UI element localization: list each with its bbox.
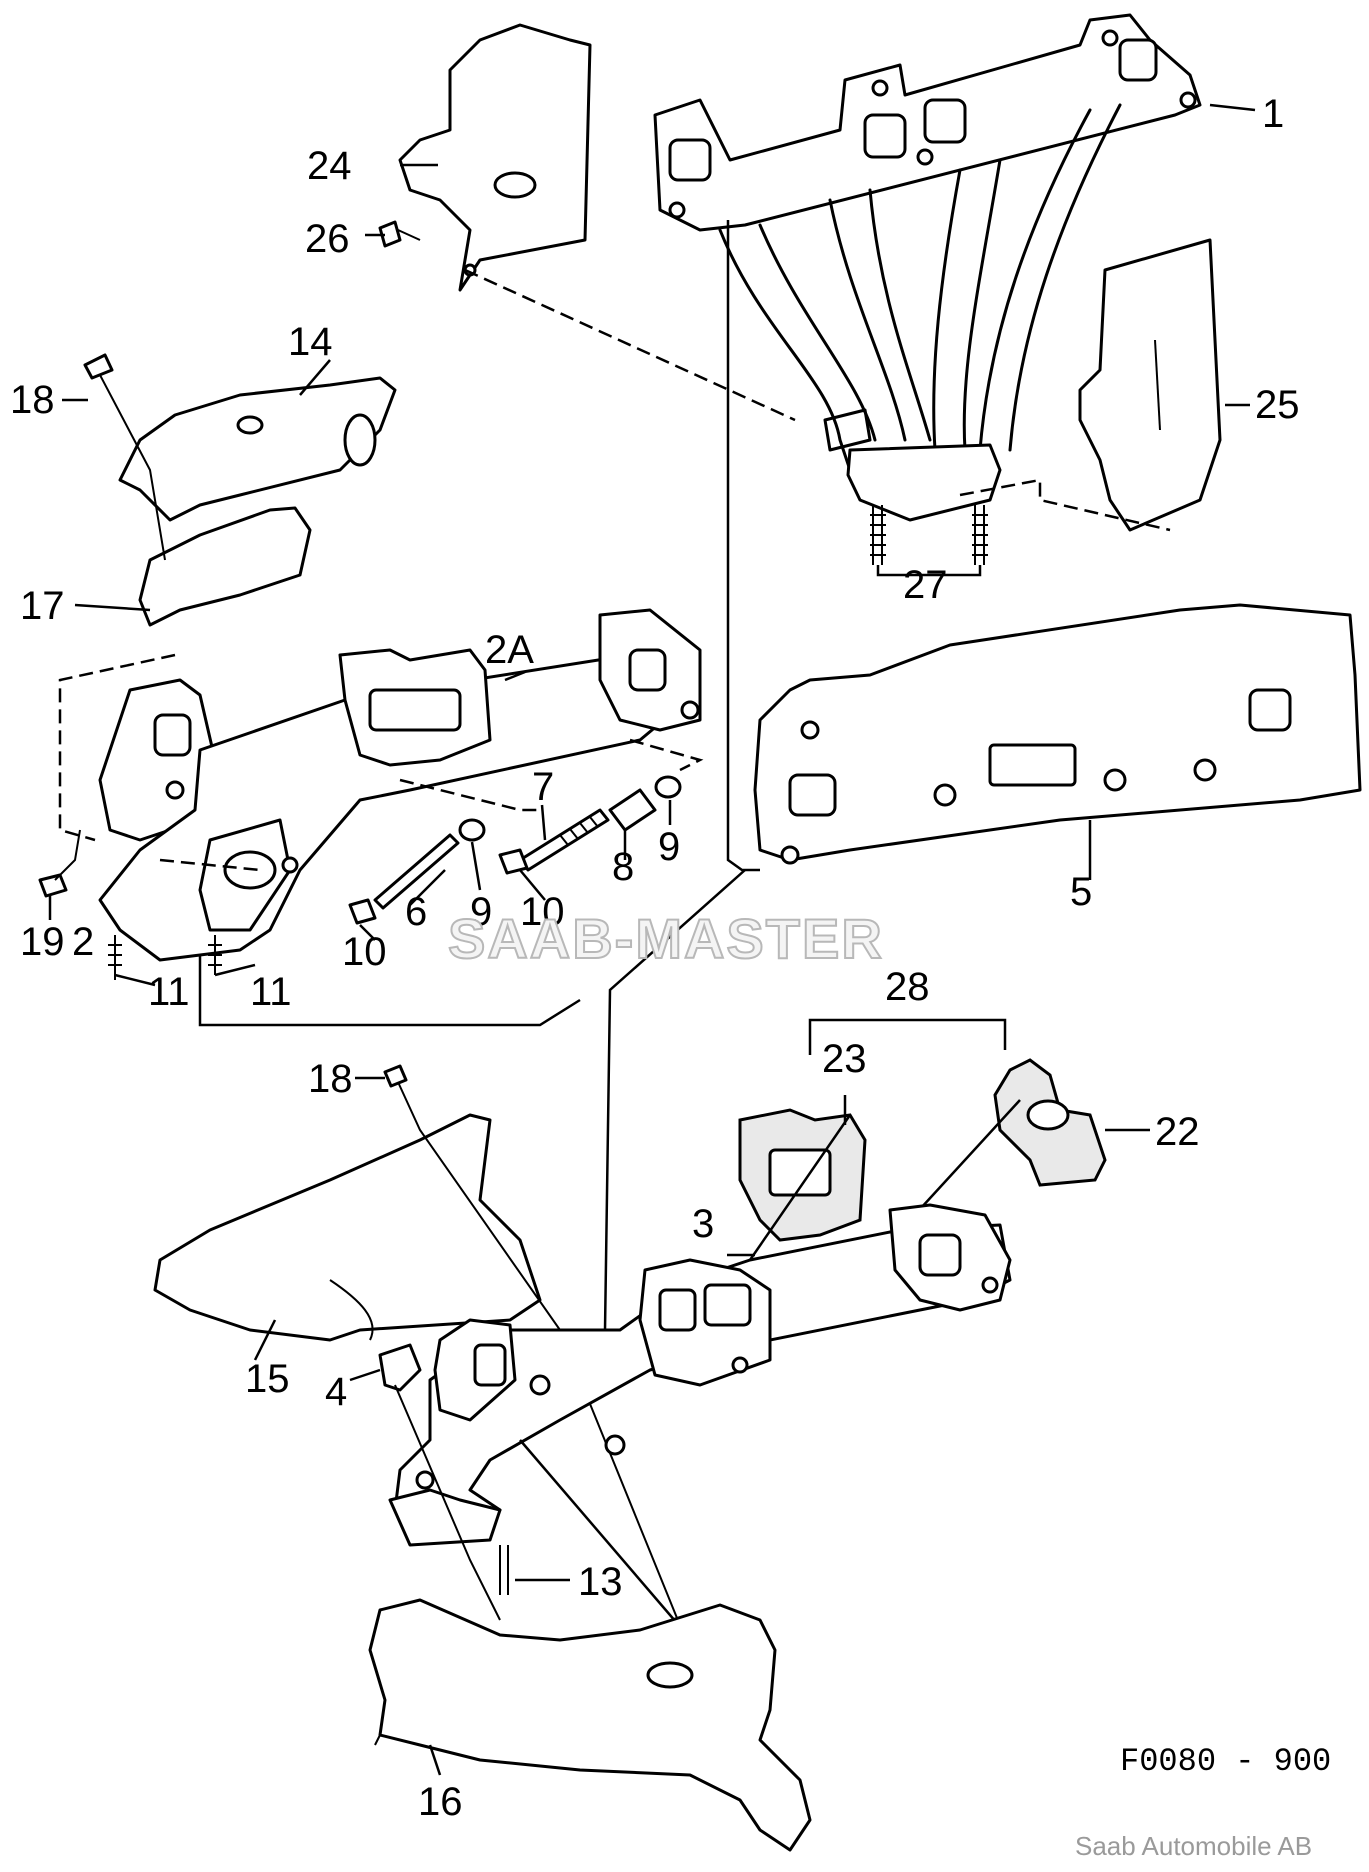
part-8-spacer bbox=[608, 788, 657, 832]
part-2-exhaust-manifold bbox=[98, 608, 702, 962]
callout-2: 2 bbox=[72, 920, 94, 964]
part-22-gasket bbox=[993, 1058, 1107, 1187]
part-10-nuts bbox=[348, 848, 529, 925]
part-1-exhaust-header bbox=[653, 13, 1202, 522]
callout-18-lower: 18 bbox=[308, 1057, 353, 1101]
leader-25 bbox=[959, 478, 1171, 532]
callout-26: 26 bbox=[305, 217, 350, 261]
callout-10-right: 10 bbox=[520, 890, 565, 934]
part-19-nut bbox=[38, 829, 81, 898]
callout-10-left: 10 bbox=[342, 930, 387, 974]
part-3-exhaust-manifold bbox=[388, 1203, 1012, 1547]
callout-13: 13 bbox=[578, 1560, 623, 1604]
callout-28: 28 bbox=[885, 965, 930, 1009]
callout-15: 15 bbox=[245, 1357, 290, 1401]
part-26-bolt bbox=[378, 220, 421, 248]
part-25-heat-shield bbox=[1078, 238, 1222, 532]
callout-4: 4 bbox=[325, 1370, 347, 1414]
callout-8: 8 bbox=[612, 845, 634, 889]
part-18-lower-bolt bbox=[383, 1064, 691, 1651]
callout-6: 6 bbox=[405, 890, 427, 934]
leader-22-23-to-3 bbox=[748, 1099, 1021, 1261]
callout-11-right: 11 bbox=[250, 970, 292, 1014]
leader-2a-to-studs bbox=[399, 778, 540, 812]
part-16-heat-shield bbox=[368, 1598, 812, 1852]
guide-line-header bbox=[726, 220, 760, 872]
callout-9-right: 9 bbox=[658, 825, 680, 869]
leader-28 bbox=[808, 1018, 1007, 1055]
part-11-studs bbox=[108, 935, 222, 980]
part-5-gasket bbox=[753, 603, 1362, 865]
callout-leaders bbox=[48, 103, 1256, 1776]
callout-18-upper: 18 bbox=[10, 378, 55, 422]
callout-19: 19 bbox=[20, 920, 65, 964]
drawing-code: F0080 - 900 bbox=[1120, 1743, 1331, 1780]
part-18-bolt bbox=[83, 353, 166, 561]
callout-2a: 2A bbox=[485, 628, 534, 672]
callout-16: 16 bbox=[418, 1780, 463, 1824]
leader-17-to-2 bbox=[58, 653, 176, 842]
callout-3: 3 bbox=[692, 1202, 714, 1246]
leader-manifold-to-16 bbox=[519, 1439, 701, 1651]
watermark: SAAB-MASTER bbox=[448, 907, 884, 970]
part-7-threaded-stud bbox=[518, 808, 610, 872]
callout-labels: 1 24 26 25 18 14 27 17 2A 5 7 8 9 9 6 10… bbox=[10, 92, 1300, 1824]
leader-24-to-1 bbox=[464, 268, 796, 422]
part-4-plug bbox=[378, 1343, 501, 1621]
callout-17: 17 bbox=[20, 584, 65, 628]
callout-14: 14 bbox=[288, 320, 333, 364]
guide-line-manifold-2 bbox=[198, 930, 581, 1027]
part-6-stud bbox=[373, 833, 460, 910]
callout-25: 25 bbox=[1255, 383, 1300, 427]
part-14-heat-shield bbox=[118, 376, 397, 522]
callout-24: 24 bbox=[307, 144, 352, 188]
guide-line-gasket bbox=[603, 869, 746, 1331]
part-9-washers bbox=[458, 775, 682, 842]
leader-2a-to-9 bbox=[629, 738, 704, 772]
callout-23: 23 bbox=[822, 1037, 867, 1081]
part-27-studs bbox=[870, 505, 988, 577]
leader-2-inner bbox=[159, 858, 261, 872]
callout-1: 1 bbox=[1262, 92, 1284, 136]
callout-27: 27 bbox=[903, 563, 948, 607]
part-17-heat-shield bbox=[138, 506, 312, 627]
part-13-stud bbox=[499, 1545, 509, 1595]
callout-22: 22 bbox=[1155, 1110, 1200, 1154]
callout-11-left: 11 bbox=[148, 970, 190, 1014]
part-23-gasket bbox=[738, 1108, 867, 1242]
callout-5: 5 bbox=[1070, 870, 1092, 914]
callout-9-left: 9 bbox=[470, 890, 492, 934]
callout-7: 7 bbox=[532, 765, 554, 809]
part-24-heat-shield bbox=[398, 23, 592, 292]
part-15-heat-shield bbox=[153, 1113, 542, 1342]
credit-text: Saab Automobile AB bbox=[1075, 1831, 1312, 1861]
